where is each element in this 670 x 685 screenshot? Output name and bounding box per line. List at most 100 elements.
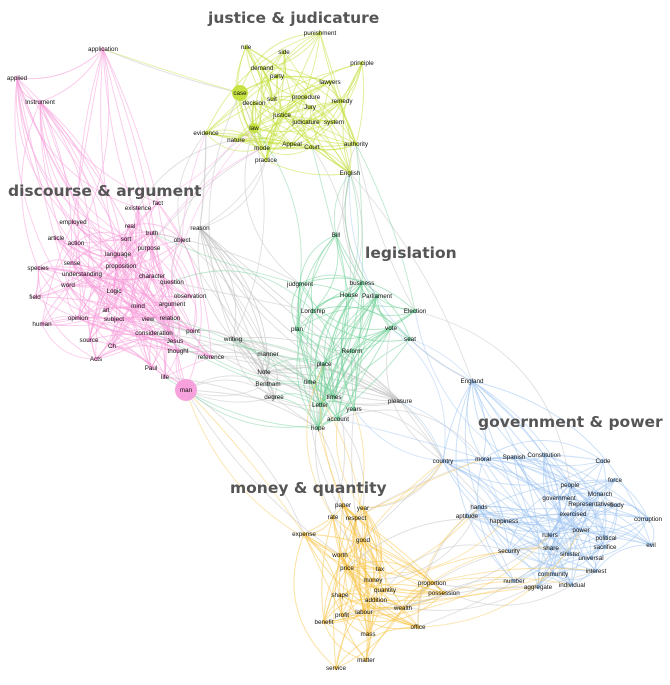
node-view[interactable] bbox=[145, 316, 151, 322]
node-sort[interactable] bbox=[123, 236, 129, 242]
node-place[interactable] bbox=[321, 361, 327, 367]
node-code[interactable] bbox=[600, 458, 606, 464]
node-writing[interactable] bbox=[230, 336, 236, 342]
node-office[interactable] bbox=[415, 624, 421, 630]
node-object[interactable] bbox=[179, 237, 185, 243]
node-sense[interactable] bbox=[69, 260, 75, 266]
node-thought[interactable] bbox=[175, 348, 181, 354]
node-house[interactable] bbox=[346, 292, 352, 298]
node-side[interactable] bbox=[281, 49, 287, 55]
node-procedure[interactable] bbox=[303, 94, 309, 100]
node-observation[interactable] bbox=[187, 293, 193, 299]
node-evidence[interactable] bbox=[203, 130, 209, 136]
node-argument[interactable] bbox=[169, 301, 175, 307]
node-evil[interactable] bbox=[648, 542, 654, 548]
node-justice[interactable] bbox=[279, 112, 285, 118]
node-system[interactable] bbox=[331, 119, 337, 125]
node-monarch[interactable] bbox=[597, 491, 603, 497]
node-bentham[interactable] bbox=[265, 381, 271, 387]
node-manner[interactable] bbox=[265, 351, 271, 357]
node-relation[interactable] bbox=[167, 315, 173, 321]
node-principle[interactable] bbox=[359, 60, 365, 66]
node-word[interactable] bbox=[65, 282, 71, 288]
node-human[interactable] bbox=[39, 321, 45, 327]
node-nature[interactable] bbox=[233, 137, 239, 143]
node-exercised[interactable] bbox=[570, 511, 576, 517]
node-logic[interactable] bbox=[111, 288, 117, 294]
node-interest[interactable] bbox=[593, 568, 599, 574]
node-spanish[interactable] bbox=[511, 454, 517, 460]
node-decision[interactable] bbox=[251, 100, 257, 106]
node-purpose[interactable] bbox=[146, 245, 152, 251]
node-possession[interactable] bbox=[441, 590, 447, 596]
node-judgment[interactable] bbox=[297, 281, 303, 287]
node-court[interactable] bbox=[309, 144, 315, 150]
node-respect[interactable] bbox=[353, 515, 359, 521]
node-year[interactable] bbox=[360, 505, 366, 511]
node-business[interactable] bbox=[359, 280, 365, 286]
node-plan[interactable] bbox=[294, 326, 300, 332]
node-reform[interactable] bbox=[349, 348, 355, 354]
node-employed[interactable] bbox=[70, 219, 76, 225]
node-share[interactable] bbox=[548, 545, 554, 551]
node-worth[interactable] bbox=[337, 552, 343, 558]
node-parliament[interactable] bbox=[374, 293, 380, 299]
node-existence[interactable] bbox=[135, 205, 141, 211]
node-years[interactable] bbox=[351, 406, 357, 412]
node-paul[interactable] bbox=[148, 365, 154, 371]
node-field[interactable] bbox=[32, 294, 38, 300]
node-country[interactable] bbox=[440, 458, 446, 464]
node-service[interactable] bbox=[333, 665, 339, 671]
node-labour[interactable] bbox=[361, 609, 367, 615]
node-power[interactable] bbox=[578, 527, 584, 533]
node-sinister[interactable] bbox=[567, 551, 573, 557]
node-price[interactable] bbox=[344, 565, 350, 571]
node-profit[interactable] bbox=[339, 612, 345, 618]
node-ch[interactable] bbox=[109, 343, 115, 349]
node-reason[interactable] bbox=[197, 225, 203, 231]
node-hands[interactable] bbox=[476, 504, 482, 510]
node-people[interactable] bbox=[567, 482, 573, 488]
node-jesus[interactable] bbox=[172, 338, 178, 344]
node-political[interactable] bbox=[603, 535, 609, 541]
node-real[interactable] bbox=[127, 223, 133, 229]
node-government[interactable] bbox=[556, 495, 562, 501]
node-english[interactable] bbox=[347, 170, 353, 176]
node-source[interactable] bbox=[86, 337, 92, 343]
node-time[interactable] bbox=[307, 379, 313, 385]
node-corruption[interactable] bbox=[645, 516, 651, 522]
node-money[interactable] bbox=[370, 577, 376, 583]
node-subject[interactable] bbox=[111, 316, 117, 322]
node-note[interactable] bbox=[261, 369, 267, 375]
node-punishment[interactable] bbox=[317, 30, 323, 36]
node-aggregate[interactable] bbox=[535, 584, 541, 590]
node-number[interactable] bbox=[511, 578, 517, 584]
node-demand[interactable] bbox=[259, 65, 265, 71]
node-account[interactable] bbox=[335, 416, 341, 422]
node-security[interactable] bbox=[506, 548, 512, 554]
node-reference[interactable] bbox=[208, 354, 214, 360]
node-vote[interactable] bbox=[388, 325, 394, 331]
node-case[interactable] bbox=[232, 85, 248, 101]
node-lordship[interactable] bbox=[310, 308, 316, 314]
node-addition[interactable] bbox=[373, 597, 379, 603]
node-mode[interactable] bbox=[259, 145, 265, 151]
node-mind[interactable] bbox=[135, 303, 141, 309]
node-action[interactable] bbox=[73, 240, 79, 246]
node-quantity[interactable] bbox=[382, 587, 388, 593]
node-remedy[interactable] bbox=[339, 98, 345, 104]
node-election[interactable] bbox=[412, 308, 418, 314]
node-sacrifice[interactable] bbox=[602, 544, 608, 550]
node-instrument[interactable] bbox=[37, 99, 43, 105]
node-benefit[interactable] bbox=[321, 619, 327, 625]
node-pleasure[interactable] bbox=[397, 398, 403, 404]
node-point[interactable] bbox=[190, 328, 196, 334]
node-hope[interactable] bbox=[315, 425, 321, 431]
node-truth[interactable] bbox=[149, 230, 155, 236]
node-wealth[interactable] bbox=[400, 605, 406, 611]
node-art[interactable] bbox=[103, 307, 109, 313]
node-party[interactable] bbox=[274, 73, 280, 79]
node-application[interactable] bbox=[100, 46, 106, 52]
node-paper[interactable] bbox=[340, 502, 346, 508]
node-rule[interactable] bbox=[243, 44, 249, 50]
